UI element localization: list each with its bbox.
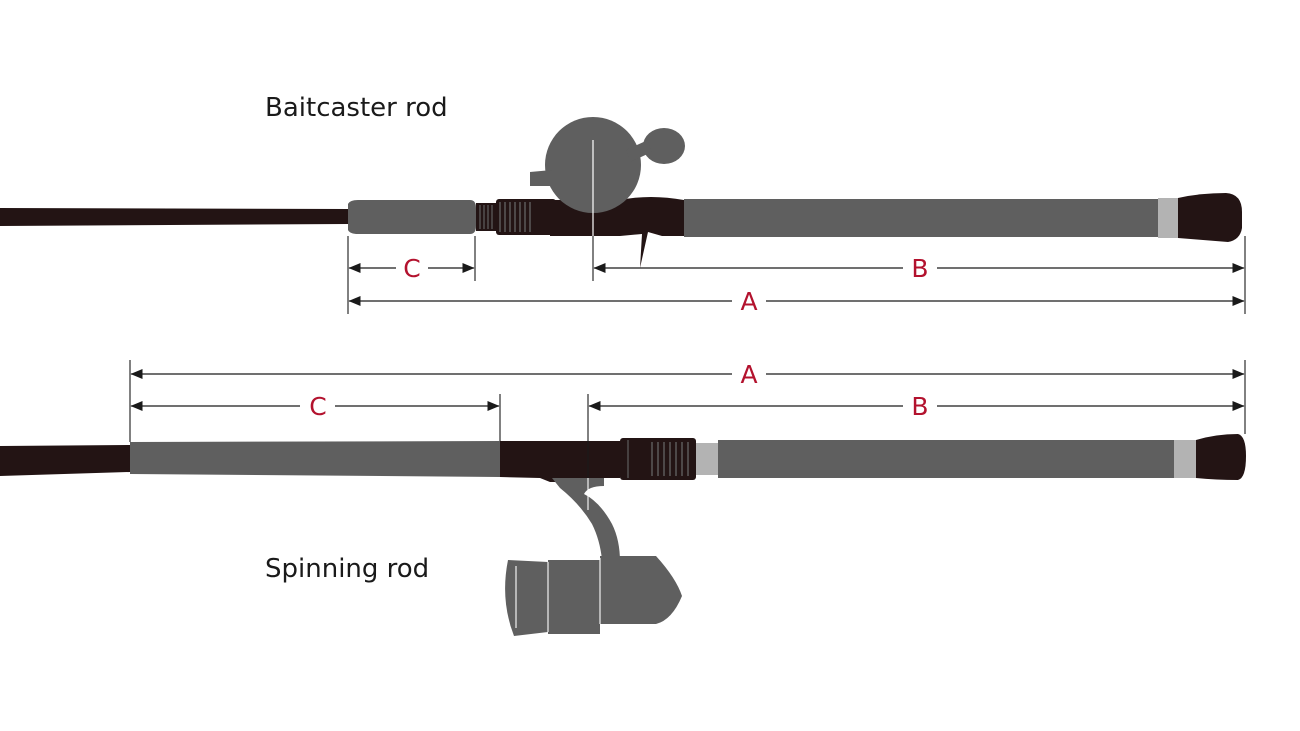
spinning-reel-outlines [515, 558, 601, 632]
baitcaster-fore-grip [348, 200, 476, 234]
baitcaster-dimension-b: B [593, 254, 1245, 283]
spinning-reel-spool [548, 560, 600, 634]
spinning-label-b: B [911, 392, 928, 421]
baitcaster-label-c: C [403, 254, 420, 283]
spinning-reel-foot [552, 478, 620, 562]
baitcaster-lock-nut [496, 199, 556, 235]
spinning-dimension-c: C [130, 392, 500, 421]
baitcaster-reel-handle [626, 140, 652, 162]
baitcaster-reel [530, 117, 685, 280]
spinning-label-c: C [309, 392, 326, 421]
spinning-fore-grip [130, 441, 500, 477]
spinning-rod: Spinning rod [0, 434, 1246, 636]
baitcaster-rod: Baitcaster rod [0, 93, 1242, 280]
spinning-dimension-b: B [588, 392, 1245, 421]
spinning-extension-lines [129, 360, 1246, 478]
baitcaster-label-a: A [740, 287, 757, 316]
baitcaster-rear-grip [684, 199, 1158, 237]
spinning-reel-seat [500, 441, 620, 482]
baitcaster-butt-ring [1158, 198, 1178, 238]
spinning-reel [505, 478, 682, 636]
spinning-reel-body [600, 556, 682, 624]
baitcaster-thread-lines [479, 205, 493, 229]
baitcaster-dimension-c: C [348, 254, 475, 283]
spinning-butt-cap [1196, 434, 1246, 480]
baitcaster-reel-seat [550, 197, 684, 268]
spinning-nut-ridges [651, 442, 689, 476]
baitcaster-label-b: B [911, 254, 928, 283]
spinning-reel-rotor [505, 560, 548, 636]
baitcaster-nut-ridges [499, 202, 531, 232]
spinning-blank [0, 445, 130, 476]
baitcaster-butt-cap [1178, 193, 1242, 242]
baitcaster-winding-check [476, 203, 496, 231]
baitcaster-dimension-a: A [348, 287, 1245, 316]
spinning-label-a: A [740, 360, 757, 389]
spinning-title: Spinning rod [265, 554, 429, 584]
spinning-dimension-a: A [130, 360, 1245, 389]
baitcaster-blank [0, 208, 348, 226]
baitcaster-title: Baitcaster rod [265, 93, 448, 123]
spinning-butt-ring [1174, 440, 1196, 478]
spinning-metal-ring [696, 443, 718, 475]
baitcaster-reel-thumb-bar [530, 170, 552, 186]
spinning-rear-grip [718, 440, 1174, 478]
baitcaster-reel-handle-knob [643, 128, 685, 164]
baitcaster-extension-lines [347, 236, 1246, 314]
